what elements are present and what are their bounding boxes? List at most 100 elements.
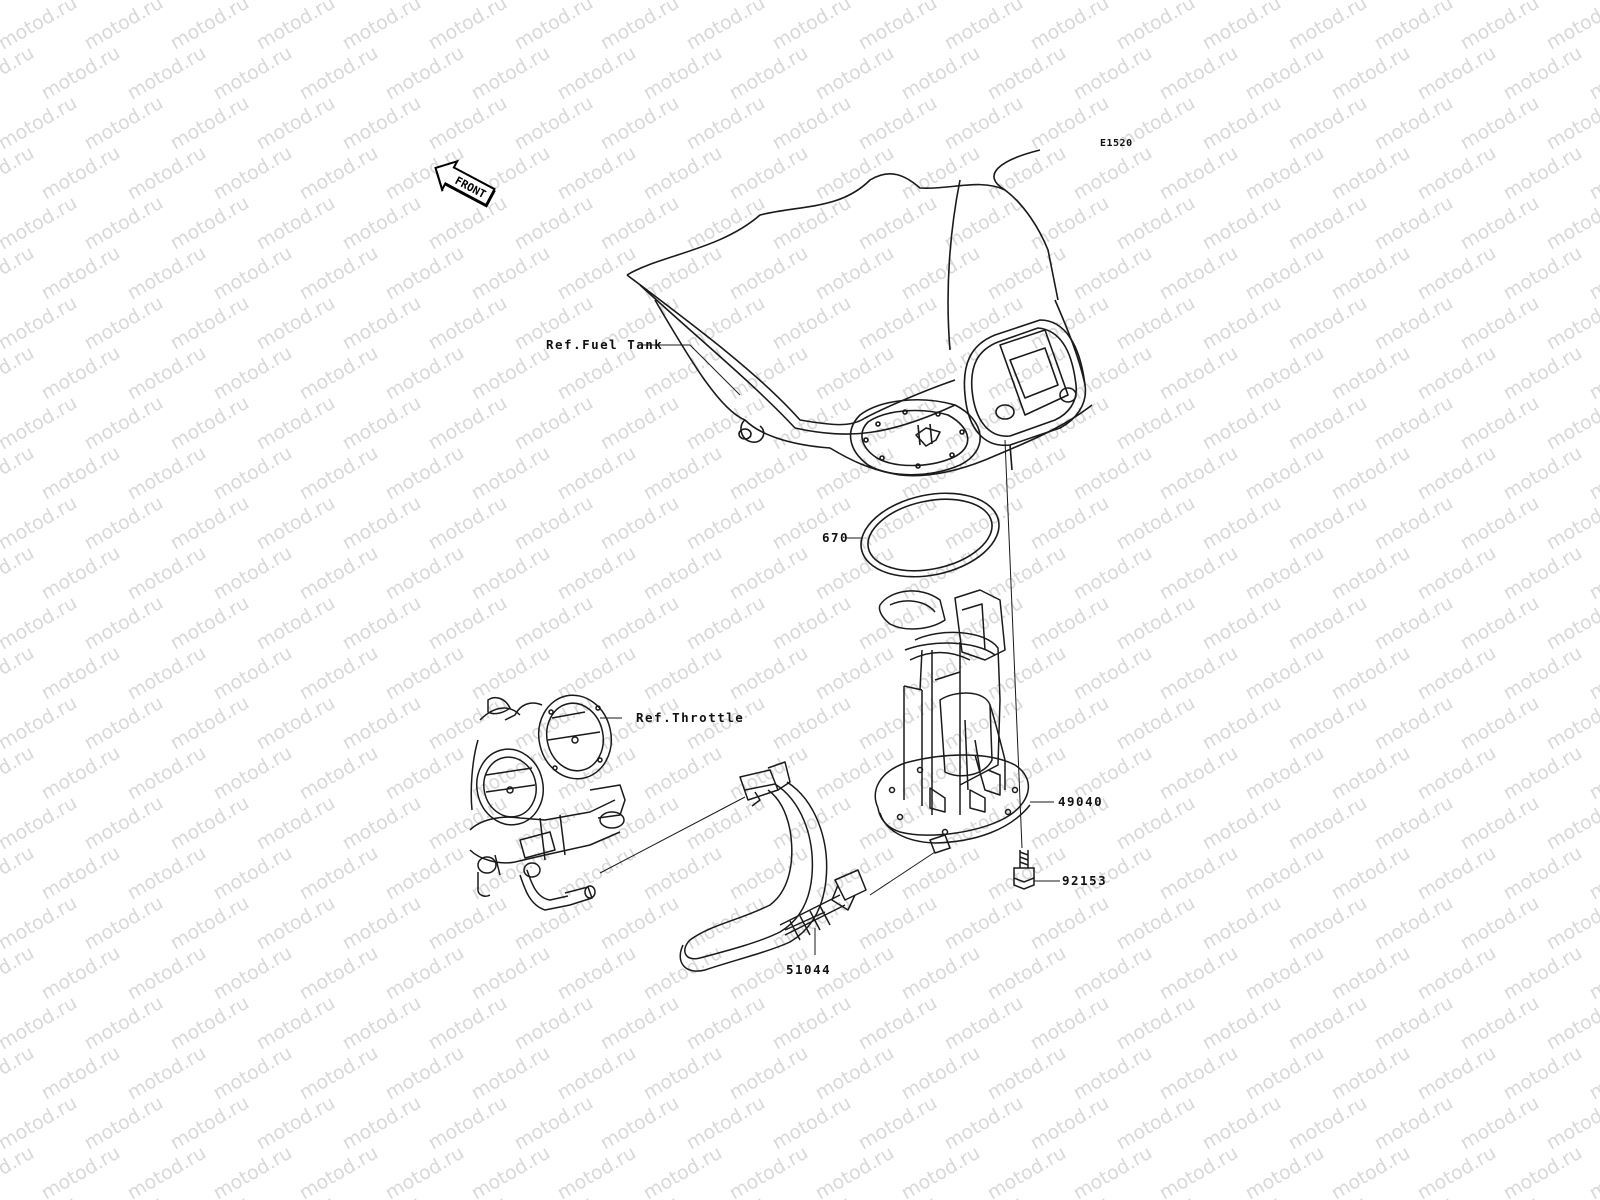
watermark-text: motod.ru [683,292,769,355]
watermark-text: motod.ru [1285,692,1371,755]
watermark-text: motod.ru [855,292,941,355]
watermark-text: motod.ru [984,542,1070,605]
watermark-text: motod.ru [425,692,511,755]
watermark-text: motod.ru [468,342,554,405]
watermark-text: motod.ru [1371,192,1457,255]
watermark-text: motod.ru [1414,942,1500,1005]
watermark-text: motod.ru [468,442,554,505]
watermark-text: motod.ru [683,992,769,1055]
watermark-text: motod.ru [1586,842,1600,905]
fuel-hose-part-number: 51044 [786,962,832,977]
watermark-text: motod.ru [726,442,812,505]
watermark-text: motod.ru [1328,142,1414,205]
watermark-text: motod.ru [1414,142,1500,205]
watermark-text: motod.ru [855,192,941,255]
watermark-text: motod.ru [124,142,210,205]
watermark-text: motod.ru [210,642,296,705]
watermark-text: motod.ru [253,592,339,655]
watermark-text: motod.ru [769,1092,855,1155]
watermark-text: motod.ru [167,192,253,255]
watermark-text: motod.ru [468,942,554,1005]
watermark-text: motod.ru [1027,892,1113,955]
watermark-text: motod.ru [296,942,382,1005]
watermark-text: motod.ru [124,742,210,805]
watermark-text: motod.ru [296,42,382,105]
watermark-text: motod.ru [1113,692,1199,755]
watermark-text: motod.ru [296,142,382,205]
watermark-text: motod.ru [296,1042,382,1105]
watermark-text: motod.ru [1156,442,1242,505]
watermark-text: motod.ru [81,1192,167,1200]
bolt-part-number: 92153 [1062,873,1108,888]
watermark-text: motod.ru [81,392,167,455]
watermark-text: motod.ru [554,242,640,305]
watermark-text: motod.ru [1586,342,1600,405]
watermark-text: motod.ru [210,942,296,1005]
watermark-text: motod.ru [726,1042,812,1105]
watermark-text: motod.ru [1371,292,1457,355]
watermark-text: motod.ru [1457,92,1543,155]
watermark-text: motod.ru [0,0,38,4]
watermark-text: motod.ru [726,542,812,605]
watermark-text: motod.ru [81,492,167,555]
watermark-text: motod.ru [1242,542,1328,605]
watermark-text: motod.ru [1328,1042,1414,1105]
fuel-pump-part-number: 49040 [1058,794,1104,809]
watermark-text: motod.ru [382,1042,468,1105]
watermark-text: motod.ru [1371,592,1457,655]
watermark-text: motod.ru [1199,0,1285,54]
watermark-text: motod.ru [425,792,511,855]
watermark-text: motod.ru [597,192,683,255]
watermark-text: motod.ru [855,92,941,155]
watermark-text: motod.ru [1371,392,1457,455]
watermark-text: motod.ru [1328,742,1414,805]
watermark-text: motod.ru [1500,342,1586,405]
watermark-text: motod.ru [1457,192,1543,255]
watermark-text: motod.ru [984,842,1070,905]
watermark-text: motod.ru [339,692,425,755]
watermark-text: motod.ru [253,1092,339,1155]
watermark-text: motod.ru [1586,42,1600,105]
watermark-text: motod.ru [0,1092,81,1155]
watermark-text: motod.ru [769,0,855,54]
watermark-text: motod.ru [81,792,167,855]
watermark-text: motod.ru [812,742,898,805]
watermark-text: motod.ru [0,792,81,855]
watermark-text: motod.ru [339,392,425,455]
watermark-text: motod.ru [1285,92,1371,155]
watermark-text: motod.ru [855,692,941,755]
watermark-text: motod.ru [468,1142,554,1200]
watermark-text: motod.ru [683,592,769,655]
watermark-text: motod.ru [468,1042,554,1105]
watermark-text: motod.ru [425,0,511,54]
watermark-text: motod.ru [984,142,1070,205]
watermark-text: motod.ru [898,42,984,105]
watermark-text: motod.ru [1371,492,1457,555]
gasket-670-drawing [860,492,1000,578]
watermark-text: motod.ru [0,1192,81,1200]
watermark-text: motod.ru [1371,992,1457,1055]
watermark-text: motod.ru [898,1142,984,1200]
watermark-text: motod.ru [1457,1192,1543,1200]
watermark-text: motod.ru [1113,792,1199,855]
watermark-text: motod.ru [1113,292,1199,355]
watermark-text: motod.ru [1156,242,1242,305]
watermark-text: motod.ru [1285,192,1371,255]
watermark-text: motod.ru [1199,592,1285,655]
watermark-text: motod.ru [38,1142,124,1200]
watermark-text: motod.ru [1242,242,1328,305]
watermark-text: motod.ru [1457,0,1543,54]
fuel-hose-51044-drawing [679,761,951,972]
watermark-text: motod.ru [1457,792,1543,855]
watermark-text: motod.ru [941,1192,1027,1200]
watermark-text: motod.ru [167,992,253,1055]
watermark-text: motod.ru [1414,1042,1500,1105]
watermark-text: motod.ru [769,992,855,1055]
watermark-text: motod.ru [0,0,81,54]
watermark-text: motod.ru [253,1192,339,1200]
watermark-text: motod.ru [210,742,296,805]
watermark-text: motod.ru [124,842,210,905]
watermark-text: motod.ru [1500,142,1586,205]
watermark-text: motod.ru [984,342,1070,405]
watermark-text: motod.ru [81,92,167,155]
